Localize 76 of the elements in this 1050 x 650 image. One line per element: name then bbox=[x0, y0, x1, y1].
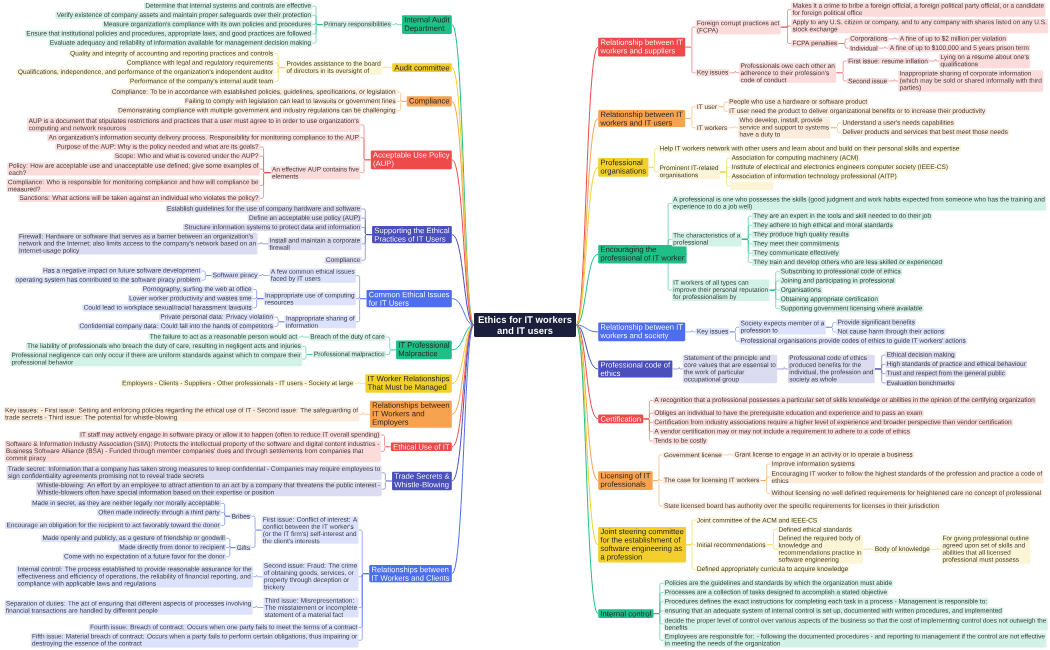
connector-line bbox=[575, 324, 599, 370]
connector-line bbox=[259, 172, 271, 199]
connector-line bbox=[643, 418, 654, 442]
connector-line bbox=[257, 242, 269, 245]
connector-line bbox=[358, 573, 370, 641]
connector-line bbox=[729, 331, 740, 342]
connector-line bbox=[825, 327, 837, 333]
connector-line bbox=[575, 166, 599, 326]
connector-line bbox=[830, 127, 842, 133]
connector-line bbox=[648, 167, 659, 173]
connector-line bbox=[396, 101, 407, 111]
connector-line bbox=[723, 453, 734, 456]
connector-line bbox=[226, 547, 236, 558]
connector-line bbox=[355, 298, 367, 323]
connector-line bbox=[451, 324, 475, 575]
connector-line bbox=[252, 575, 263, 578]
connector-line bbox=[862, 547, 874, 550]
connector-line bbox=[667, 253, 688, 291]
connector-line bbox=[780, 26, 792, 44]
connector-line bbox=[359, 412, 370, 415]
connector-line bbox=[220, 515, 231, 526]
connector-line bbox=[686, 544, 696, 570]
connector-line bbox=[760, 480, 771, 494]
connector-line bbox=[381, 480, 393, 490]
connector-line bbox=[451, 159, 475, 326]
connector-line bbox=[728, 125, 739, 128]
connector-line bbox=[672, 367, 683, 370]
connector-line bbox=[929, 59, 940, 62]
connector-line bbox=[251, 529, 262, 548]
connector-line bbox=[392, 22, 403, 25]
connector-line bbox=[575, 324, 599, 420]
connector-line bbox=[274, 67, 286, 82]
connector-line bbox=[777, 367, 789, 370]
connector-line bbox=[741, 239, 753, 263]
connector-line bbox=[685, 46, 696, 74]
connector-line bbox=[451, 234, 475, 326]
connector-line bbox=[718, 106, 728, 112]
connector-line bbox=[652, 480, 663, 507]
connector-line bbox=[836, 72, 847, 82]
connector-line bbox=[382, 65, 393, 68]
connector-line bbox=[451, 324, 475, 482]
connector-line bbox=[302, 354, 313, 360]
connector-line bbox=[685, 330, 696, 333]
connector-line bbox=[575, 324, 599, 482]
connector-line bbox=[838, 43, 849, 49]
connector-line bbox=[451, 324, 475, 384]
connector-line bbox=[769, 289, 780, 309]
blank-box bbox=[730, 181, 774, 190]
connector-line bbox=[380, 446, 391, 452]
connector-line bbox=[685, 118, 696, 128]
connector-line bbox=[729, 71, 740, 74]
connector-line bbox=[719, 171, 731, 187]
connector-line bbox=[361, 234, 373, 261]
connector-line bbox=[874, 368, 886, 384]
connector-line bbox=[252, 298, 264, 309]
connector-line bbox=[312, 24, 323, 44]
connector-line bbox=[360, 159, 371, 173]
connector-line bbox=[766, 544, 778, 550]
connector-line bbox=[575, 118, 599, 326]
connector-line bbox=[274, 321, 285, 327]
connector-line bbox=[385, 349, 397, 355]
connector-line bbox=[451, 324, 475, 448]
central-topic-box: Ethics for IT workers and IT users bbox=[474, 313, 576, 337]
connector-line bbox=[298, 335, 310, 338]
connector-line bbox=[354, 381, 366, 384]
connector-line bbox=[888, 37, 899, 40]
connector-line bbox=[878, 46, 889, 49]
connector-line bbox=[201, 275, 212, 281]
connector-line bbox=[575, 324, 599, 615]
connector-line bbox=[252, 605, 264, 608]
connector-line bbox=[258, 273, 270, 276]
connector-line bbox=[653, 613, 664, 641]
connector-line bbox=[575, 253, 599, 326]
connector-line bbox=[931, 547, 942, 550]
connector-line bbox=[888, 79, 899, 82]
connector-line bbox=[451, 298, 475, 326]
